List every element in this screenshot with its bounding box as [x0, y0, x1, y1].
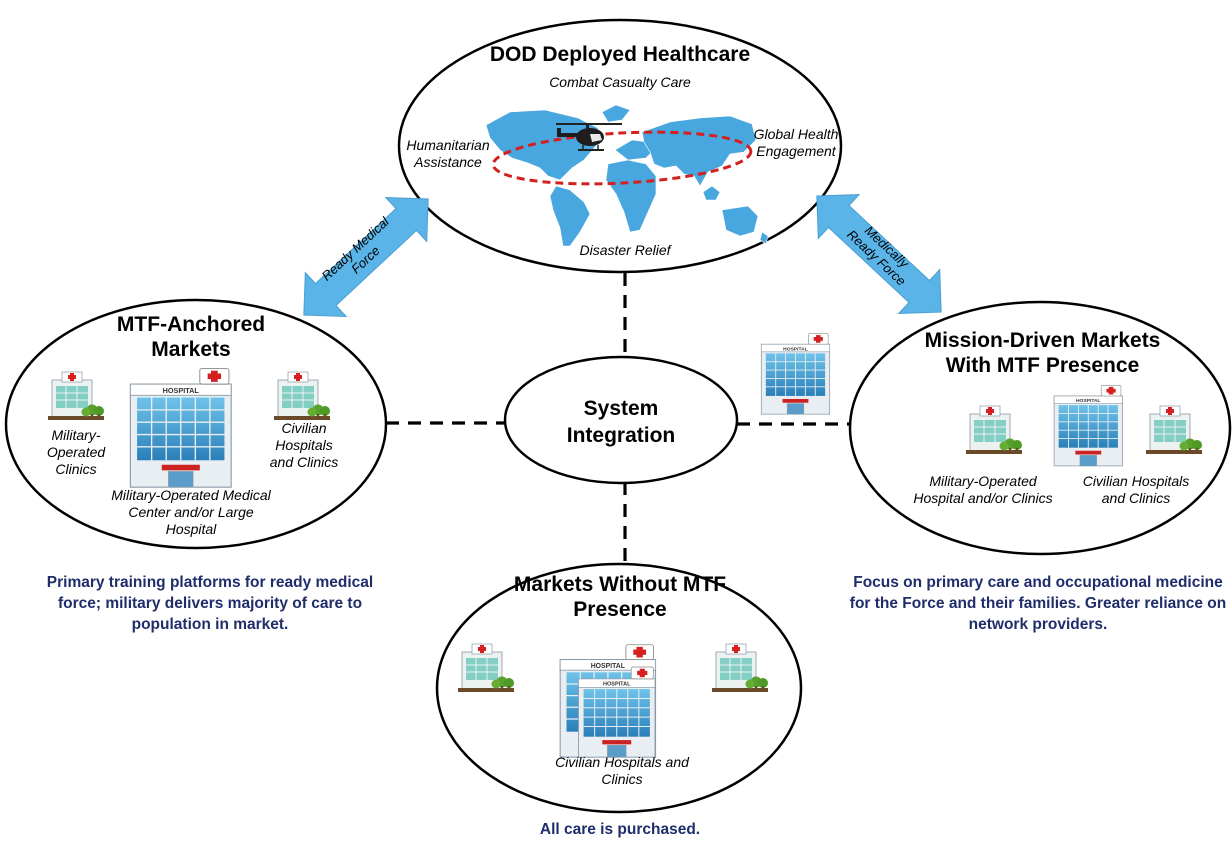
ellipse-mission-driven [848, 300, 1232, 556]
medical-center-label: Military-Operated Medical Center and/or … [111, 487, 271, 537]
right-caption: Focus on primary care and occupational m… [849, 574, 1227, 633]
deployed-title: DOD Deployed Healthcare [489, 43, 751, 66]
arrows [303, 194, 942, 317]
humanitarian-label: Humanitarian Assistance [406, 137, 490, 170]
combat-label: Combat Casualty Care [549, 74, 691, 90]
mtf-anchored-title: MTF-Anchored Markets [116, 313, 266, 362]
left-civilian-label: Civilian Hospitals and Clinics [269, 420, 339, 470]
world-map [485, 104, 769, 247]
route-path [491, 130, 753, 186]
hospital-icon [760, 333, 831, 415]
arrow-medically-ready-force [816, 194, 942, 314]
disaster-label: Disaster Relief [579, 242, 671, 258]
global-health-label: Global Health Engagement [753, 126, 839, 159]
system-integration-title: System Integration [566, 397, 676, 448]
left-caption: Primary training platforms for ready med… [46, 574, 374, 633]
ellipse-system-integration [503, 355, 739, 485]
bottom-caption: All care is purchased. [539, 821, 701, 838]
military-clinics-label: Military- Operated Clinics [46, 427, 106, 477]
helicopter-icon [556, 123, 622, 151]
right-military-label: Military-Operated Hospital and/or Clinic… [913, 473, 1053, 506]
hospital-icon [129, 367, 232, 488]
right-civilian-label: Civilian Hospitals and Clinics [1082, 473, 1190, 506]
hospital-icon [577, 666, 656, 758]
dashed-connectors [386, 273, 852, 562]
bottom-civilian-label: Civilian Hospitals and Clinics [555, 754, 689, 787]
arrow-ready-medical-force [303, 197, 429, 317]
without-mtf-title: Markets Without MTF Presence [513, 573, 727, 622]
mission-driven-title: Mission-Driven Markets With MTF Presence [924, 329, 1161, 378]
hospital-icon [1053, 384, 1123, 467]
